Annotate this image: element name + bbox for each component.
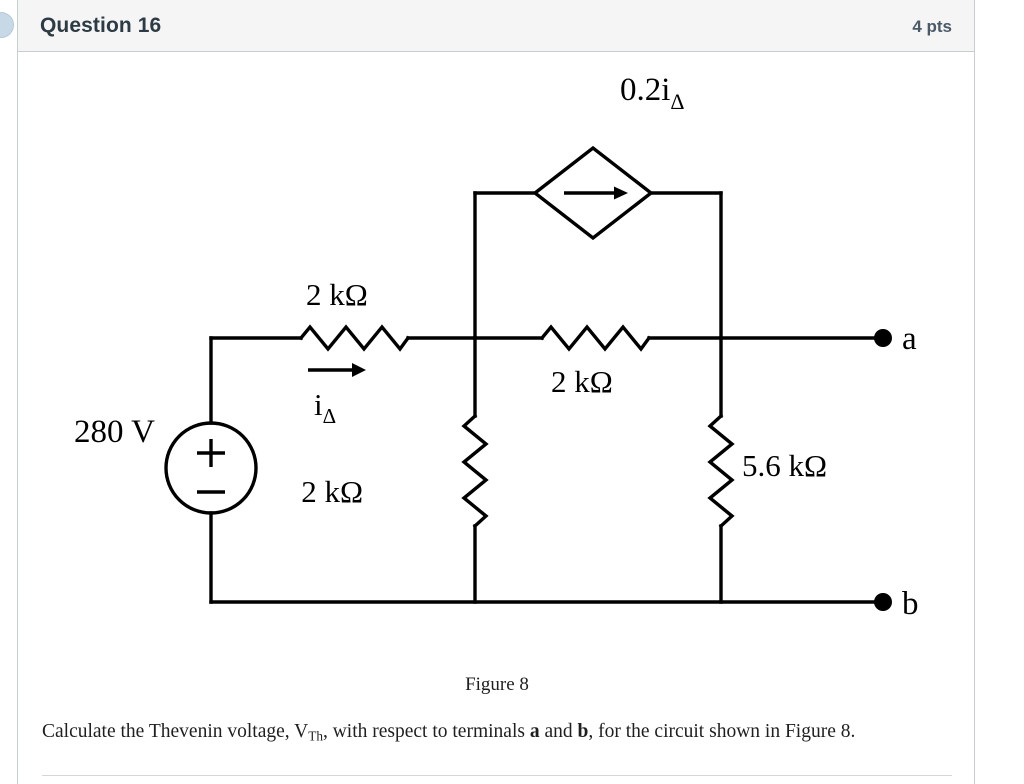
points-badge: 4 pts	[912, 17, 952, 36]
prompt-part-3: and	[539, 721, 578, 742]
source-plus-icon	[197, 439, 225, 467]
resistor-shunt-right-label: 5.6 kΩ	[742, 448, 827, 483]
resistor-series-left-label: 2 kΩ	[306, 277, 368, 312]
terminal-a-dot	[874, 329, 892, 347]
resistor-shunt-middle	[461, 413, 489, 529]
dependent-source-label: 0.2iΔ	[620, 72, 685, 114]
circuit-diagram-svg: 0.2iΔ	[74, 72, 919, 622]
figure-caption: Figure 8	[465, 674, 529, 695]
prompt-part-1: Calculate the Thevenin voltage, V	[42, 721, 309, 742]
question-header: Question 16 4 pts	[18, 0, 974, 52]
terminal-b-dot	[874, 593, 892, 611]
voltage-source-circle	[164, 421, 258, 515]
resistor-shunt-right	[707, 413, 735, 529]
terminal-a-label: a	[902, 321, 917, 357]
circuit-figure: 0.2iΔ	[18, 52, 976, 652]
terminal-b-label: b	[902, 586, 919, 622]
prompt-part-2: , with respect to terminals	[322, 721, 530, 742]
section-divider	[42, 775, 952, 776]
prompt-terminal-a: a	[529, 721, 540, 742]
resistor-shunt-middle-label: 2 kΩ	[301, 474, 363, 509]
voltage-source-label: 280 V	[74, 414, 155, 450]
prompt-subscript: Th	[308, 728, 323, 744]
prompt-part-4: , for the circuit shown in Figure 8.	[588, 721, 856, 742]
resistor-series-right-label: 2 kΩ	[551, 364, 613, 399]
current-label: iΔ	[314, 387, 336, 428]
collapse-toggle-icon[interactable]	[0, 12, 14, 38]
resistor-series-left	[298, 324, 411, 352]
page-title: Question 16	[40, 14, 162, 37]
prompt-terminal-b: b	[577, 721, 589, 742]
current-arrow-icon	[308, 363, 366, 377]
resistor-series-right	[539, 324, 652, 352]
question-card: Question 16 4 pts	[17, 0, 975, 784]
question-prompt: Calculate the Thevenin voltage, VTh, wit…	[42, 719, 952, 745]
question-body: 0.2iΔ	[18, 52, 974, 784]
dependent-source-arrow-icon	[564, 186, 628, 200]
